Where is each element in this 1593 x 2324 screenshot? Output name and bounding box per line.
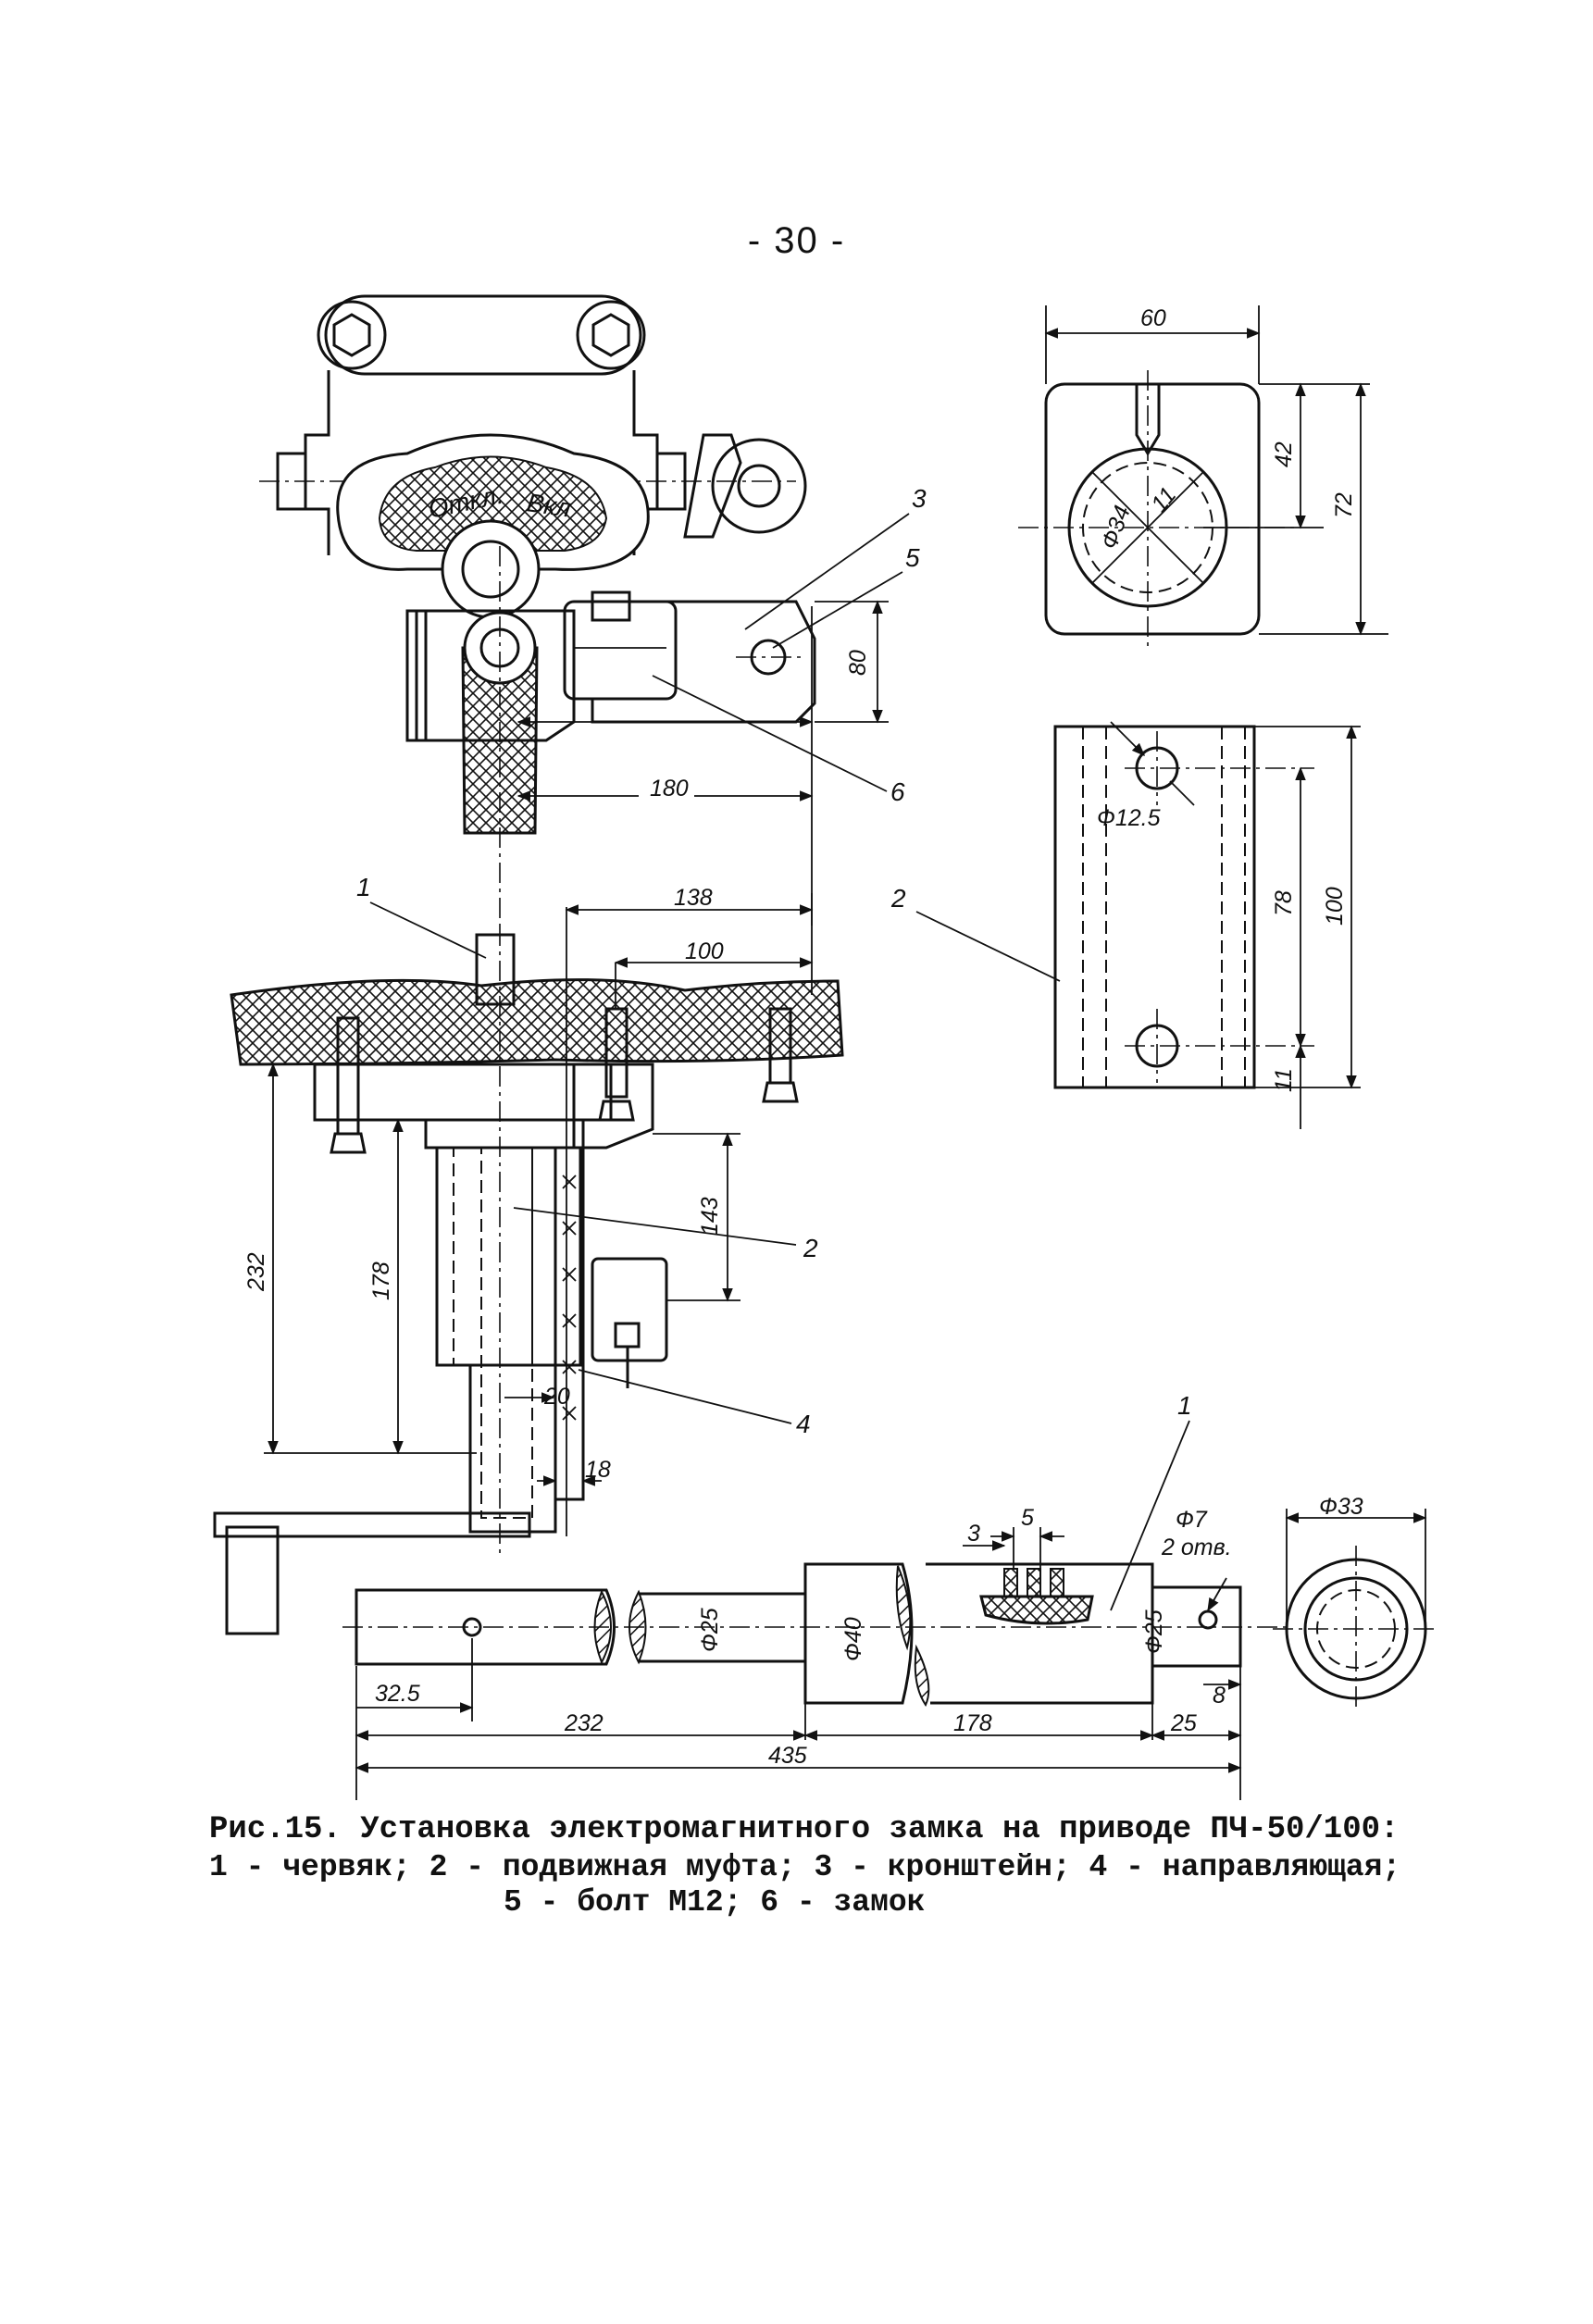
dim-18: 18 <box>585 1457 611 1483</box>
shaft-dim-25b: Ф25 <box>1141 1609 1167 1654</box>
bracket-dim-60: 60 <box>1140 305 1166 331</box>
dim-143: 143 <box>697 1197 723 1236</box>
side-view-dimensions: 138 100 143 232 178 20 18 <box>243 885 814 1536</box>
dim-180: 180 <box>650 776 689 802</box>
part-label-6: 6 <box>890 777 905 806</box>
dim-232: 232 <box>243 1252 269 1292</box>
drive-top-view: Откл. Вкл <box>259 294 816 926</box>
bracket-dim-42: 42 <box>1271 441 1297 467</box>
part-label-1a: 1 <box>356 873 371 901</box>
shaft-dim-3: 3 <box>967 1521 980 1547</box>
shaft-dimensions: 32.5 232 178 25 8 435 <box>355 1638 1242 1800</box>
part-label-5: 5 <box>905 543 920 572</box>
shaft-dim-8: 8 <box>1213 1683 1226 1709</box>
bracket-detail: Ф34 11 60 42 72 <box>1018 305 1388 648</box>
shaft-dim-7: Ф7 <box>1176 1507 1208 1533</box>
shaft-dim-25: 25 <box>1170 1710 1197 1736</box>
shaft-dim-5: 5 <box>1021 1505 1034 1531</box>
figure-caption: Рис.15. Установка электромагнитного замк… <box>209 1809 1487 1920</box>
part-label-2b: 2 <box>890 884 906 913</box>
dim-178: 178 <box>368 1261 394 1300</box>
shaft-dim-178: 178 <box>953 1710 992 1736</box>
page-number: - 30 - <box>747 220 846 261</box>
dim-138: 138 <box>674 885 713 911</box>
caption-title: Рис.15. Установка электромагнитного замк… <box>209 1812 1400 1847</box>
dim-80: 80 <box>845 650 871 676</box>
shaft-dim-232: 232 <box>564 1710 604 1736</box>
shaft-dim-33: Ф33 <box>1319 1494 1363 1520</box>
caption-legend-line-2: 5 - болт М12; 6 - замок <box>504 1885 926 1920</box>
shaft-dim-435: 435 <box>768 1743 807 1769</box>
shaft-dim-32-5: 32.5 <box>375 1681 420 1707</box>
guide-dim-hole: Ф12.5 <box>1097 805 1161 831</box>
drive-side-section <box>213 926 844 1635</box>
part-label-4: 4 <box>796 1410 811 1438</box>
part-label-3: 3 <box>912 484 927 513</box>
dial-on-label: Вкл <box>525 488 573 522</box>
guide-dim-78: 78 <box>1271 890 1297 916</box>
worm-shaft: Ф25 Ф40 Ф25 Ф7 2 отв. 5 3 Ф33 <box>342 1494 1439 1712</box>
part-label-1b: 1 <box>1177 1391 1192 1420</box>
guide-dim-100: 100 <box>1322 887 1348 926</box>
shaft-dim-holes: 2 отв. <box>1161 1535 1232 1560</box>
guide-dim-11: 11 <box>1271 1068 1297 1092</box>
dim-20: 20 <box>543 1384 570 1410</box>
caption-legend-line-1: 1 - червяк; 2 - подвижная муфта; 3 - кро… <box>209 1850 1401 1884</box>
part-label-2a: 2 <box>803 1234 818 1262</box>
part-labels: 1 3 5 6 2 4 2 1 <box>356 484 1192 1611</box>
bracket-dim-72: 72 <box>1331 492 1357 518</box>
shaft-dim-40: Ф40 <box>840 1617 866 1661</box>
bracket-dim-11: 11 <box>1146 482 1181 517</box>
guide-detail: Ф12.5 78 100 11 <box>1053 721 1361 1129</box>
top-view-dimensions: 180 80 <box>516 600 889 926</box>
shaft-dim-25a: Ф25 <box>697 1608 723 1652</box>
dim-100: 100 <box>685 938 724 964</box>
